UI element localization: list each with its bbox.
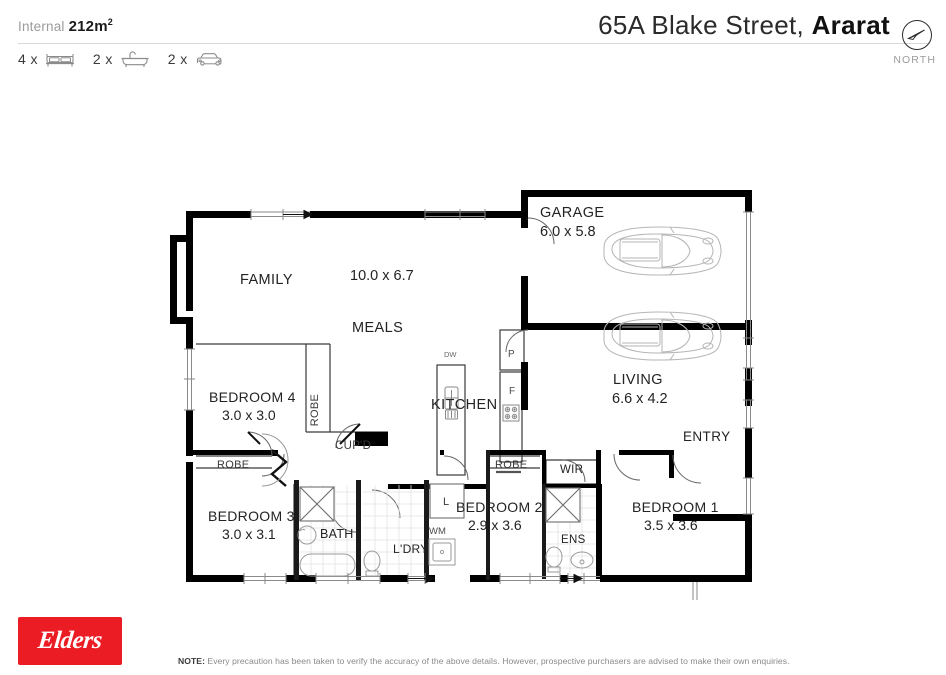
label-family-dims: 10.0 x 6.7 [350,268,414,284]
door-leaves [247,218,528,445]
label-bedroom3: BEDROOM 3 [208,508,295,524]
elders-logo-text: Elders [36,627,104,654]
page-title: 65A Blake Street, Ararat [598,10,890,41]
bathtub-icon [120,50,150,68]
disclaimer-text: Every precaution has been taken to verif… [204,656,790,666]
label-bedroom1-dims: 3.5 x 3.6 [644,517,698,533]
toilet-icon [545,546,563,573]
elders-logo: Elders [18,617,122,665]
label-bedroom4: BEDROOM 4 [209,389,296,405]
wet-area-fixtures [297,483,596,577]
label-garage-dims: 6.0 x 5.8 [540,224,596,240]
internal-area-value: 212m [68,18,108,35]
structural-walls [170,190,752,582]
shower-icon [299,486,335,522]
label-linen: L [443,496,449,508]
car-outline-icon [603,226,722,361]
label-garage: GARAGE [540,205,604,221]
internal-area: Internal 212m2 [18,17,113,35]
compass-label: NORTH [893,54,936,66]
label-bedroom1: BEDROOM 1 [632,499,719,515]
label-bedroom2: BEDROOM 2 [456,499,543,515]
label-fridge: F [509,386,515,397]
title-suburb: Ararat [811,10,890,40]
label-entry: ENTRY [683,429,731,444]
floorplan-drawing: GARAGE 6.0 x 5.8 FAMILY 10.0 x 6.7 MEALS… [0,80,946,600]
label-family: FAMILY [240,272,293,288]
bathrooms-count: 2 x [92,51,113,67]
label-dishwasher: DW [444,350,457,359]
car-spaces-count: 2 x [167,51,188,67]
cooktop-icon [502,404,520,422]
label-bath: BATH [320,527,354,541]
basin-icon [570,551,594,569]
label-robe-bedroom4: ROBE [309,394,321,426]
stat-car-spaces: 2 x [168,50,225,68]
label-wir: WIR [560,464,583,476]
windows [184,209,754,600]
header-divider [18,43,928,44]
room-labels: GARAGE 6.0 x 5.8 FAMILY 10.0 x 6.7 MEALS… [208,205,731,556]
label-cupd: CUP'D [335,440,371,452]
title-street: 65A Blake Street, [598,10,812,40]
car-icon [195,50,225,68]
label-pantry: P [508,349,515,360]
bathtub-plan-icon [299,553,356,577]
kitchen-fixtures [444,386,521,474]
compass-north-icon [902,20,932,50]
washing-machine-icon [428,538,456,566]
toilet-icon [363,550,381,577]
label-bedroom3-dims: 3.0 x 3.1 [222,526,276,542]
shower-icon [545,487,581,523]
basin-icon [297,525,317,545]
label-living: LIVING [613,372,663,388]
internal-area-label: Internal [18,19,65,34]
label-robe-bedroom2: ROBE [495,459,527,471]
internal-area-unit-sup: 2 [107,17,113,27]
label-living-dims: 6.6 x 4.2 [612,391,668,407]
label-robe-bedroom3: ROBE [217,459,249,471]
label-laundry: L'DRY [393,542,429,556]
property-stats: 4 x 2 x [18,50,243,68]
stat-bedrooms: 4 x [18,50,75,68]
disclaimer-note: NOTE: Every precaution has been taken to… [178,656,790,666]
wall-segments-secondary [294,450,546,580]
label-ens: ENS [561,534,586,546]
stat-bathrooms: 2 x [93,50,150,68]
label-bedroom2-dims: 2.9 x 3.6 [468,517,522,533]
sliding-doors [283,209,584,584]
label-meals: MEALS [352,320,403,336]
bedrooms-count: 4 x [18,51,38,67]
label-bedroom4-dims: 3.0 x 3.0 [222,407,276,423]
disclaimer-prefix: NOTE: [178,656,205,666]
label-kitchen: KITCHEN [431,397,497,413]
label-washing-machine: WM [429,526,446,537]
bed-icon [45,50,75,68]
